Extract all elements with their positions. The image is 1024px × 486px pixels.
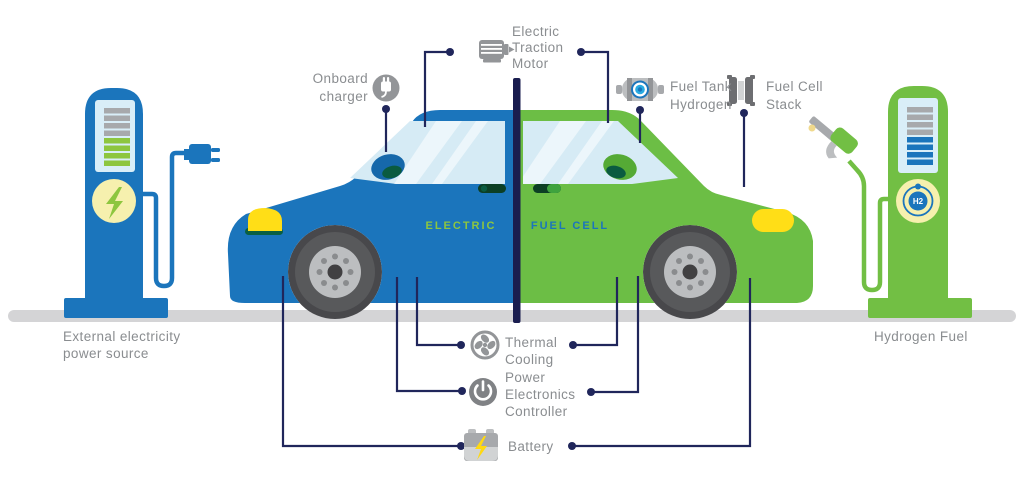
hydrogen-fuel-caption: Hydrogen Fuel [874,329,968,344]
center-divider [513,78,521,323]
h2-badge-text: H2 [913,197,924,206]
fuel-tank-label-line2: Hydrogen [670,97,732,112]
power-electronics-controller-icon [469,378,497,406]
car-illustration: ELECTRIC FUEL CELL [227,78,813,323]
external-power-caption: External electricity power source [63,329,181,361]
left-mirror [371,154,405,180]
door-handle-right [533,184,561,193]
ground-line [8,310,1016,322]
door-handle-left [478,184,506,193]
label-onboard-charger: Onboard charger [313,71,368,104]
onboard-charger-icon [372,74,400,102]
headlight [245,208,283,235]
external-power-line1: External electricity [63,329,181,344]
pec-label-line2: Electronics [505,387,575,402]
car-label-electric: ELECTRIC [426,220,497,232]
station-cable [143,150,186,289]
charger-label-line2: charger [319,89,368,104]
right-window [523,121,678,184]
pec-label-line1: Power [505,370,545,385]
car-label-fuel-cell: FUEL CELL [531,220,609,232]
pec-label-line3: Controller [505,404,568,419]
fuel-tank-hydrogen-icon [616,78,664,101]
charger-label-line1: Onboard [313,71,368,86]
plug-icon [184,144,220,164]
label-thermal-cooling: Thermal Cooling [505,335,557,367]
fuel-drop-icon [808,124,816,132]
motor-label-line1: Electric [512,24,559,39]
thermal-label-line2: Cooling [505,352,554,367]
thermal-label-line1: Thermal [505,335,557,350]
ev-charging-station [64,88,220,318]
fuel-nozzle-icon [809,116,858,159]
electric-traction-motor-icon [479,40,515,63]
battery-label: Battery [508,439,554,454]
label-power-electronics-controller: Power Electronics Controller [505,370,575,419]
taillight [752,209,794,232]
battery-level-bars [104,108,130,166]
external-power-line2: power source [63,346,149,361]
battery-icon [464,429,498,461]
right-mirror [603,154,637,180]
thermal-cooling-icon [470,330,500,360]
station-base [868,298,972,318]
label-fuel-tank-hydrogen: Fuel Tank Hydrogen [670,79,732,112]
stack-label-line2: Stack [766,97,802,112]
h2-ring-icon: H2 [902,183,934,217]
lightning-icon [106,187,123,219]
motor-label-line2: Traction [512,40,563,55]
stack-label-line1: Fuel Cell [766,79,823,94]
front-wheel [288,225,382,319]
hydrogen-station: H2 [808,86,972,318]
station-base [64,298,168,318]
fuel-tank-label-line1: Fuel Tank [670,79,732,94]
motor-label-line3: Motor [512,56,549,71]
fuel-level-bars [907,107,933,165]
leader-lines [281,48,752,450]
fuel-cell-stack-icon [727,75,755,106]
rear-wheel [643,225,737,319]
label-electric-traction-motor: Electric Traction Motor [512,24,563,71]
fuel-hose [847,159,888,293]
label-fuel-cell-stack: Fuel Cell Stack [766,79,823,112]
